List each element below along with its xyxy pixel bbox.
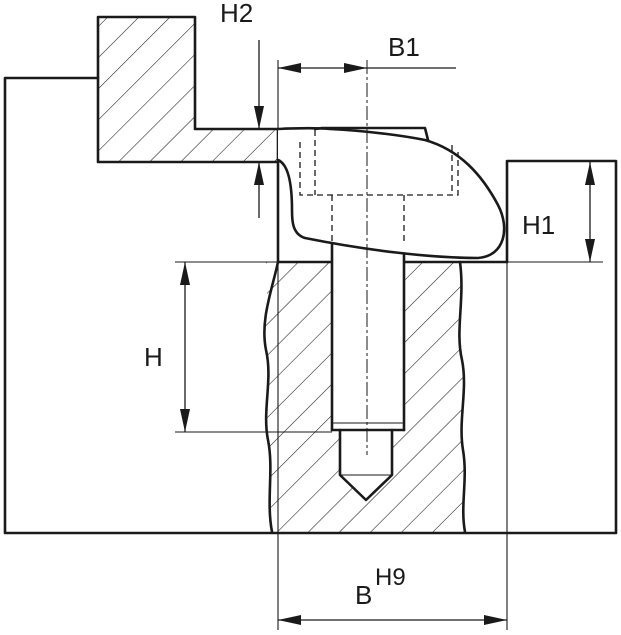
h2-label: H2	[220, 0, 253, 28]
b1-label: B1	[388, 32, 420, 62]
dimension-h: H	[144, 261, 332, 433]
bolt	[330, 240, 406, 502]
dimension-b: B H9	[277, 262, 508, 630]
dimension-h1: H1	[507, 162, 603, 263]
dimension-h2: H2	[220, 0, 264, 218]
b-label: B	[355, 580, 372, 610]
dimension-b1: B1	[277, 32, 456, 129]
clamp-body	[276, 126, 506, 260]
workpiece	[96, 15, 280, 164]
h1-label: H1	[522, 210, 555, 240]
h-label: H	[144, 342, 163, 372]
b-tolerance-label: H9	[375, 564, 406, 591]
